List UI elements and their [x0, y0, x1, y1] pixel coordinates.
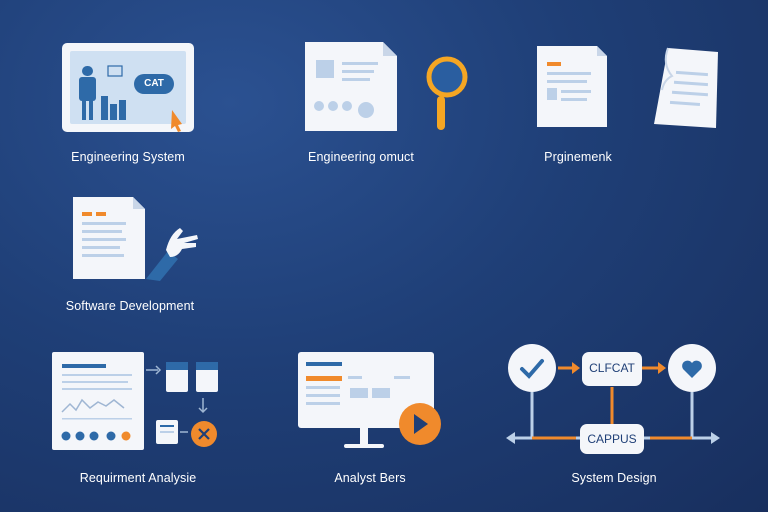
- tile-label: Analyst Bers: [334, 471, 406, 485]
- document-icon: [73, 197, 145, 279]
- tile-label: Engineering omuct: [308, 150, 414, 164]
- tile-label: Requirment Analysie: [79, 471, 197, 485]
- tile-label: Engineering System: [71, 150, 185, 164]
- bar-icon: [101, 96, 108, 120]
- tile-label: System Design: [571, 471, 657, 485]
- tile-label: Prginemenk: [544, 150, 612, 164]
- person-icon: [79, 77, 96, 101]
- sleeve-icon: [146, 251, 178, 281]
- clfcat-node-text: CLFCAT: [589, 361, 635, 375]
- paper-icon: [654, 48, 718, 128]
- cat-badge: [134, 74, 174, 94]
- clfcat-node: [582, 352, 642, 386]
- checkmark-node: [508, 344, 556, 392]
- cat-badge-text: CAT: [144, 78, 164, 89]
- document-icon: [537, 46, 607, 127]
- heart-icon: [682, 360, 702, 378]
- report-icon: [52, 352, 144, 450]
- cappus-node-text: CAPPUS: [587, 432, 637, 446]
- person-head-icon: [82, 66, 93, 76]
- checkmark-icon: [520, 359, 544, 379]
- document-icon: [305, 42, 397, 131]
- close-icon: [191, 421, 217, 447]
- magnifier-icon: [426, 56, 468, 98]
- monitor-icon: [298, 352, 434, 428]
- hand-icon: [166, 228, 198, 257]
- card-icon: [166, 362, 188, 392]
- tile-label: Software Development: [65, 299, 195, 313]
- cappus-node: [580, 424, 644, 454]
- play-icon: [399, 403, 441, 445]
- heart-node: [668, 344, 716, 392]
- cursor-icon: [171, 110, 182, 132]
